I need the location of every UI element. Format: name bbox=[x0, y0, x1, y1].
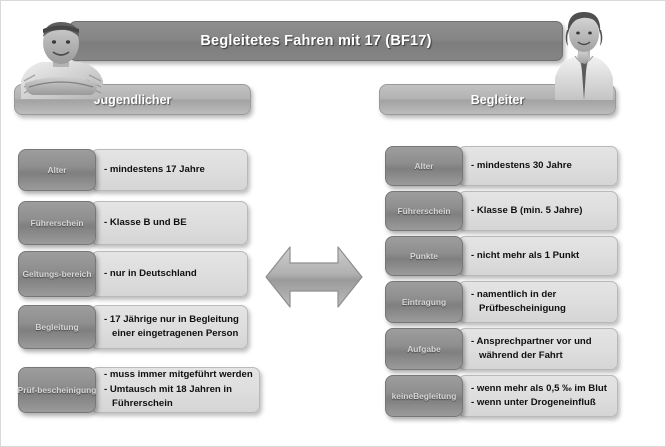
double-arrow-icon bbox=[264, 241, 364, 313]
column-heading-right-label: Begleiter bbox=[470, 92, 525, 107]
row-tag-2: Führerschein bbox=[18, 201, 96, 245]
row-tag-3: Punkte bbox=[385, 236, 463, 276]
row-value-1: - mindestens 30 Jahre bbox=[458, 146, 618, 186]
row-value-1: - mindestens 17 Jahre bbox=[91, 149, 248, 191]
row-tag-4: Eintragung bbox=[385, 281, 463, 323]
table-row: Führerschein - Klasse B und BE bbox=[18, 201, 248, 245]
adult-woman-photo bbox=[553, 8, 615, 100]
table-row: Geltungs-bereich - nur in Deutschland bbox=[18, 251, 248, 297]
page-title: Begleitetes Fahren mit 17 (BF17) bbox=[200, 33, 432, 49]
row-tag-5: Prüf-bescheinigung bbox=[18, 367, 96, 413]
page-title-bar: Begleitetes Fahren mit 17 (BF17) bbox=[69, 21, 563, 61]
row-tag-3: Geltungs-bereich bbox=[18, 251, 96, 297]
teen-boy-photo bbox=[15, 17, 107, 99]
row-value-5: - muss immer mitgeführt werden- Umtausch… bbox=[91, 367, 260, 413]
row-value-2: - Klasse B und BE bbox=[91, 201, 248, 245]
row-tag-5: Aufgabe bbox=[385, 328, 463, 370]
column-heading-left-label: Jugendlicher bbox=[93, 92, 172, 107]
row-value-3: - nicht mehr als 1 Punkt bbox=[458, 236, 618, 276]
row-value-6: - wenn mehr als 0,5 ‰ im Blut- wenn unte… bbox=[458, 375, 618, 417]
table-row: Prüf-bescheinigung - muss immer mitgefüh… bbox=[18, 367, 260, 413]
row-tag-4: Begleitung bbox=[18, 305, 96, 349]
row-tag-1: Alter bbox=[385, 146, 463, 186]
table-row: Führerschein - Klasse B (min. 5 Jahre) bbox=[385, 191, 618, 231]
table-row: Alter - mindestens 30 Jahre bbox=[385, 146, 618, 186]
row-value-2: - Klasse B (min. 5 Jahre) bbox=[458, 191, 618, 231]
table-row: Begleitung - 17 Jährige nur in Begleitun… bbox=[18, 305, 248, 349]
row-tag-1: Alter bbox=[18, 149, 96, 191]
row-value-3: - nur in Deutschland bbox=[91, 251, 248, 297]
column-heading-left: Jugendlicher bbox=[14, 84, 251, 115]
row-tag-2: Führerschein bbox=[385, 191, 463, 231]
table-row: Alter - mindestens 17 Jahre bbox=[18, 149, 248, 191]
table-row: Punkte - nicht mehr als 1 Punkt bbox=[385, 236, 618, 276]
